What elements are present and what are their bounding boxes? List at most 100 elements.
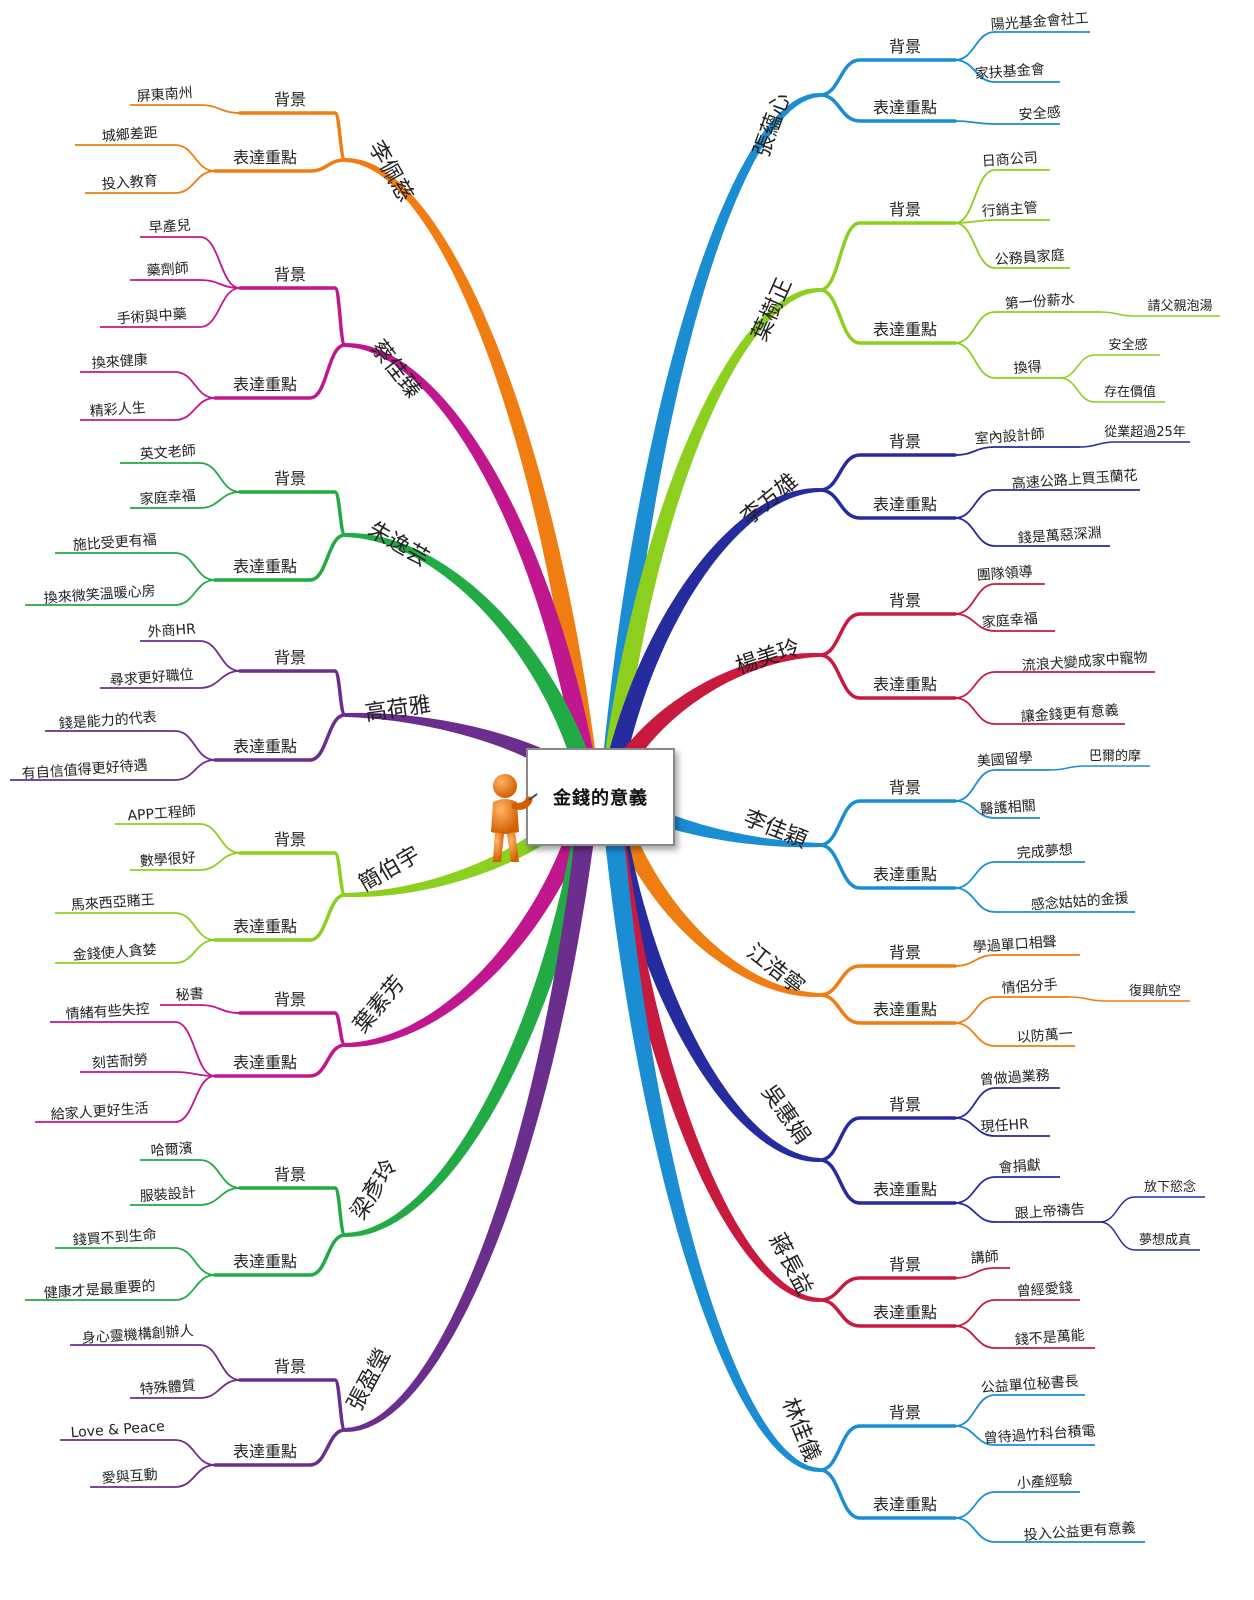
sub-item-label: 夢想成真 (1139, 1232, 1191, 1248)
item-label: 陽光基金會社工 (990, 10, 1089, 34)
group-line (213, 158, 347, 173)
item-line (954, 342, 1060, 379)
item-line (954, 31, 1090, 61)
item-line (25, 1274, 216, 1301)
group-label: 背景 (889, 1095, 921, 1114)
group-label: 背景 (274, 469, 306, 488)
group-line (818, 964, 957, 997)
group-label: 背景 (274, 1165, 306, 1184)
group-label: 表達重點 (233, 1252, 297, 1271)
item-line (954, 671, 1155, 699)
group-line (818, 453, 957, 492)
item-line (954, 1394, 1085, 1427)
item-label: 身心靈機構創辦人 (81, 1323, 194, 1347)
item-label: APP工程師 (127, 804, 196, 825)
item-label: 公務員家庭 (994, 247, 1065, 269)
group-label: 表達重點 (233, 1442, 297, 1461)
item-line (954, 769, 1050, 802)
group-label: 表達重點 (873, 865, 937, 884)
item-label: 服裝設計 (139, 1185, 196, 1205)
branch-name-6: 江浩寧 (742, 939, 809, 999)
item-label: 秘書 (175, 986, 204, 1004)
group-label: 背景 (889, 432, 921, 451)
item-label: 換來健康 (91, 351, 148, 372)
branch-line-17 (345, 789, 600, 1432)
group-label: 背景 (889, 591, 921, 610)
group-line (818, 1298, 957, 1328)
item-line (160, 1004, 241, 1014)
item-label: 英文老師 (139, 442, 196, 463)
branch-name-5: 李佳穎 (740, 806, 811, 854)
item-label: 錢不是萬能 (1014, 1327, 1085, 1349)
item-line (954, 887, 1135, 913)
item-line (55, 939, 216, 964)
item-line (954, 222, 1070, 269)
item-label: 公益單位秘書長 (980, 1374, 1079, 1397)
group-label: 表達重點 (233, 1053, 297, 1072)
central-topic[interactable]: 金錢的意義 (526, 748, 675, 846)
item-line (50, 1021, 216, 1077)
item-line (100, 670, 241, 689)
item-label: 尋求更好職位 (109, 667, 194, 689)
item-label: 錢是萬惡深淵 (1017, 524, 1102, 547)
item-line (954, 697, 1125, 725)
branch-line-9 (600, 789, 820, 1472)
sub-item-label: 放下慾念 (1144, 1179, 1196, 1195)
item-label: 金錢使人貪婪 (72, 941, 157, 964)
item-line (55, 1247, 216, 1276)
group-line (238, 1186, 347, 1237)
group-line (818, 653, 957, 700)
group-line (818, 799, 957, 847)
item-label: 讓金錢更有意義 (1020, 702, 1119, 726)
item-label: 完成夢想 (1016, 842, 1073, 862)
item-label: 屏東南州 (136, 85, 193, 105)
item-line (80, 1071, 216, 1077)
item-line (954, 489, 1140, 519)
sub-item-line (1059, 377, 1165, 403)
item-line (954, 1267, 1010, 1279)
group-label: 表達重點 (233, 917, 297, 936)
group-line (213, 1043, 347, 1078)
item-line (130, 852, 241, 871)
group-label: 背景 (274, 830, 306, 849)
branch-name-12: 朱逸芸 (363, 517, 433, 572)
item-line (130, 279, 241, 289)
group-line (238, 286, 347, 347)
item-label: 以防萬一 (1016, 1026, 1073, 1046)
item-line (954, 1202, 1100, 1223)
item-line (954, 1491, 1080, 1519)
item-line (55, 552, 216, 581)
item-label: 健康才是最重要的 (43, 1277, 156, 1302)
item-line (140, 1159, 241, 1189)
group-line (818, 93, 957, 123)
item-line (954, 219, 1050, 224)
group-label: 表達重點 (233, 557, 297, 576)
item-label: 室內設計師 (974, 426, 1045, 448)
item-line (80, 397, 216, 421)
group-label: 表達重點 (873, 1495, 937, 1514)
item-label: 馬來西亞賭王 (70, 892, 155, 914)
group-label: 背景 (889, 37, 921, 56)
item-line (954, 800, 1040, 819)
sub-item-label: 存在價值 (1104, 384, 1156, 400)
sub-item-line (1069, 996, 1190, 1002)
branch-name-10: 李佩慈 (363, 137, 418, 207)
group-line (213, 533, 347, 582)
branch-name-1: 張蘊心 (749, 90, 795, 161)
item-label: 講師 (970, 1249, 999, 1267)
item-line (70, 1344, 241, 1381)
item-line (954, 517, 1110, 547)
item-label: 醫護相關 (979, 798, 1036, 818)
item-line (130, 104, 241, 114)
group-line (238, 1011, 347, 1047)
sub-item-line (1099, 311, 1220, 317)
item-label: 情緒有些失控 (65, 1001, 150, 1023)
group-label: 表達重點 (873, 1180, 937, 1199)
item-label: 精彩人生 (89, 400, 146, 420)
item-line (75, 144, 216, 172)
group-label: 表達重點 (233, 737, 297, 756)
item-label: 投入教育 (101, 173, 158, 193)
item-label: 安全感 (1018, 104, 1061, 124)
group-line (818, 488, 957, 520)
sub-item-label: 請父親泡湯 (1147, 299, 1212, 314)
